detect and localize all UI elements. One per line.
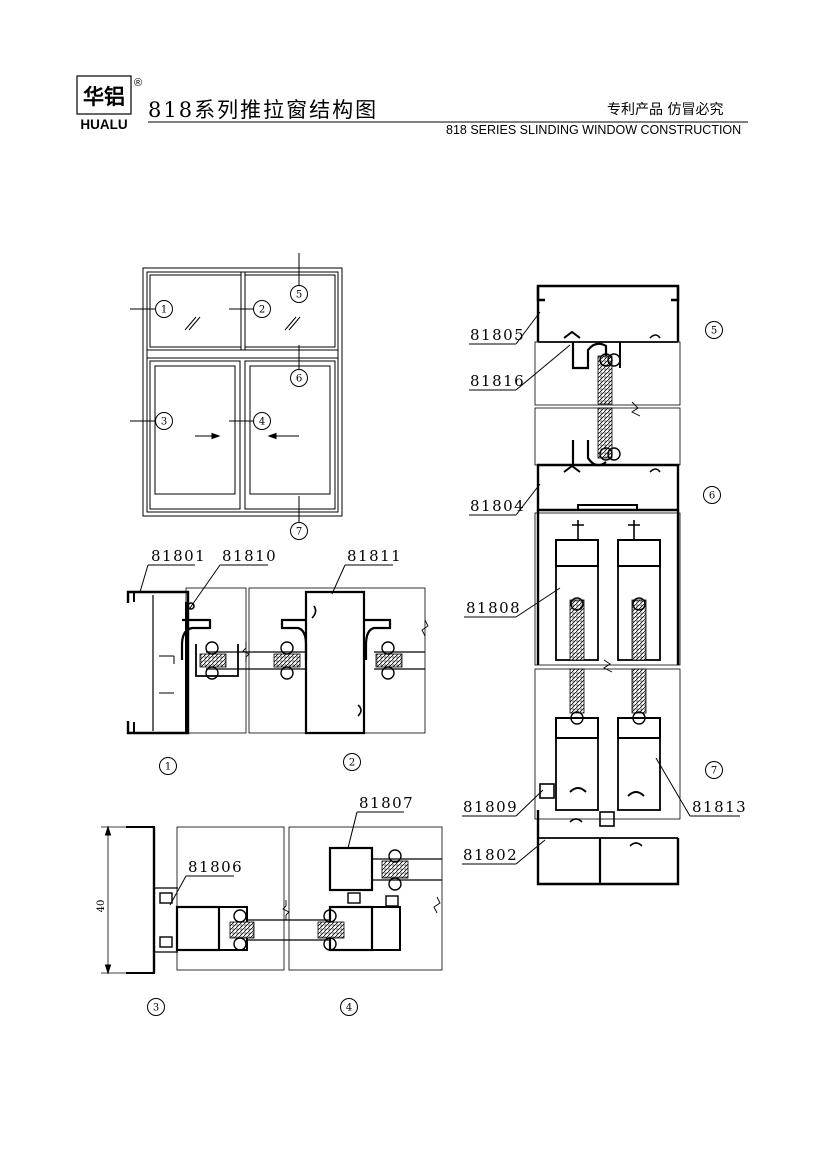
svg-text:1: 1 <box>161 305 167 316</box>
slogan: 专利产品 仿冒必究 <box>607 102 723 118</box>
elevation-callouts: 1 2 3 4 5 6 7 <box>155 285 308 540</box>
svg-text:6: 6 <box>709 491 715 502</box>
callout-4: 4 <box>253 412 271 430</box>
hualu-logo: 华铝 HUALU ® <box>76 75 142 132</box>
section-marker-1: 1 <box>159 757 177 775</box>
dimension-40: 40 <box>96 900 107 913</box>
registered-mark: ® <box>134 77 142 89</box>
part-81801: 81801 <box>151 547 206 565</box>
section-marker-2: 2 <box>343 753 361 771</box>
section-marker-3: 3 <box>147 998 165 1016</box>
title-en: 818 SERIES SLINDING WINDOW CONSTRUCTION <box>446 123 741 137</box>
part-81810: 81810 <box>222 547 277 565</box>
svg-text:2: 2 <box>259 305 265 316</box>
callout-1: 1 <box>155 300 173 318</box>
svg-text:4: 4 <box>259 417 265 428</box>
section-3-4-labels: 40 81807 81806 3 4 <box>96 794 414 1016</box>
callout-3: 3 <box>155 412 173 430</box>
part-81808: 81808 <box>466 599 521 617</box>
logo-cn: 华铝 <box>83 84 125 109</box>
svg-text:2: 2 <box>349 758 355 769</box>
part-81802: 81802 <box>463 846 518 864</box>
svg-text:3: 3 <box>153 1003 159 1014</box>
title-cn: 818系列推拉窗结构图 <box>148 98 378 122</box>
part-81804: 81804 <box>470 497 525 515</box>
window-elevation <box>130 253 343 523</box>
svg-text:7: 7 <box>711 766 717 777</box>
part-81816: 81816 <box>470 372 525 390</box>
section-marker-5: 5 <box>705 321 723 339</box>
callout-7: 7 <box>290 522 308 540</box>
svg-text:4: 4 <box>346 1003 352 1014</box>
vertical-section <box>462 284 740 886</box>
part-81813: 81813 <box>692 798 747 816</box>
callout-2: 2 <box>253 300 271 318</box>
svg-text:7: 7 <box>296 527 302 538</box>
section-1-2 <box>126 564 429 735</box>
svg-text:3: 3 <box>161 417 167 428</box>
section-marker-6: 6 <box>703 486 721 504</box>
svg-text:5: 5 <box>296 290 302 301</box>
header: 华铝 HUALU ® 818系列推拉窗结构图 专利产品 仿冒必究 818 SER… <box>76 75 748 137</box>
svg-text:6: 6 <box>296 374 302 385</box>
section-1-2-labels: 81801 81810 81811 1 2 <box>151 547 402 775</box>
section-3-4 <box>101 811 443 975</box>
part-81811: 81811 <box>347 547 402 565</box>
part-81805: 81805 <box>470 326 525 344</box>
vertical-section-labels: 81805 81816 81804 81808 81809 81802 8181… <box>463 321 747 864</box>
svg-text:1: 1 <box>165 762 171 773</box>
section-marker-4: 4 <box>340 998 358 1016</box>
callout-5: 5 <box>290 285 308 303</box>
callout-6: 6 <box>290 369 308 387</box>
part-81807: 81807 <box>359 794 414 812</box>
part-81806: 81806 <box>188 858 243 876</box>
section-marker-7: 7 <box>705 761 723 779</box>
part-81809: 81809 <box>463 798 518 816</box>
logo-en: HUALU <box>80 117 127 132</box>
svg-text:5: 5 <box>711 326 717 337</box>
